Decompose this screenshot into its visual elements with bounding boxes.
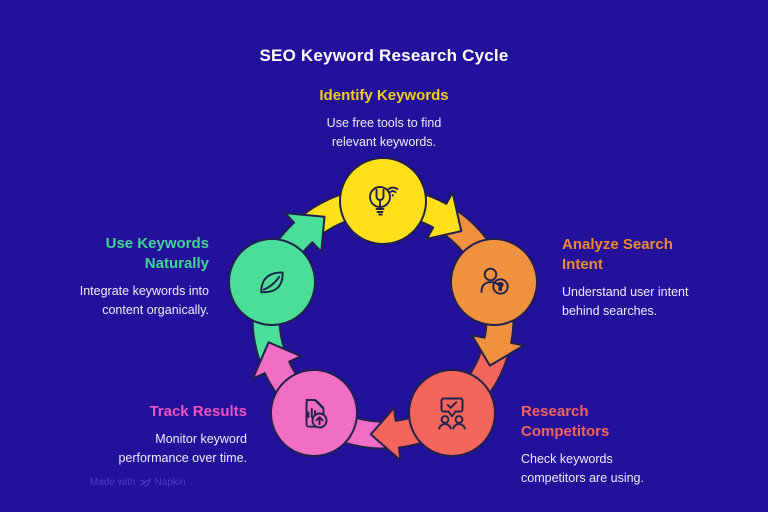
step-node-identify-keywords	[339, 157, 427, 245]
track-results-circle	[270, 369, 358, 457]
step-node-analyze-search-intent: ?	[450, 238, 538, 326]
step-desc-track-results: Monitor keyword performance over time.	[118, 432, 247, 465]
step-block-use-keywords-naturally: Use Keywords Naturally Integrate keyword…	[29, 234, 209, 320]
step-heading-track-results: Track Results	[149, 403, 247, 420]
step-block-research-competitors: Research Competitors Check keywords comp…	[521, 402, 701, 488]
cycle-nodes: ?	[228, 157, 538, 457]
chat-check-people-icon	[438, 397, 466, 430]
user-question-icon: ?	[480, 267, 509, 295]
step-node-research-competitors	[408, 369, 496, 457]
research-competitors-circle	[408, 369, 496, 457]
step-heading-research-competitors: Research Competitors	[521, 403, 610, 440]
made-with-label: Made with	[90, 477, 136, 488]
report-upload-icon	[305, 399, 328, 429]
use-keywords-naturally-circle	[228, 238, 316, 326]
napkin-logo-icon	[140, 478, 151, 487]
leaf-icon	[260, 271, 284, 294]
step-desc-use-keywords-naturally: Integrate keywords into content organica…	[79, 284, 209, 317]
step-desc-analyze-search-intent: Understand user intent behind searches.	[562, 285, 689, 318]
step-heading-identify-keywords: Identify Keywords	[319, 87, 449, 104]
step-heading-use-keywords-naturally: Use Keywords Naturally	[105, 235, 209, 272]
step-heading-analyze-search-intent: Analyze Search Intent	[562, 236, 673, 273]
step-block-analyze-search-intent: Analyze Search Intent Understand user in…	[562, 235, 732, 321]
question-mark-glyph: ?	[498, 282, 504, 293]
napkin-brand-label: Napkin	[154, 477, 186, 488]
identify-keywords-circle	[339, 157, 427, 245]
step-node-use-keywords-naturally	[228, 238, 316, 326]
step-desc-research-competitors: Check keywords competitors are using.	[521, 452, 644, 485]
made-with-napkin-watermark: Made with Napkin	[90, 477, 186, 488]
step-node-track-results	[270, 369, 358, 457]
step-block-identify-keywords: Identify Keywords Use free tools to find…	[274, 86, 494, 152]
step-desc-identify-keywords: Use free tools to find relevant keywords…	[326, 116, 442, 149]
lightbulb-signal-icon	[369, 186, 399, 216]
step-block-track-results: Track Results Monitor keyword performanc…	[47, 402, 247, 468]
page-title: SEO Keyword Research Cycle	[259, 46, 509, 65]
